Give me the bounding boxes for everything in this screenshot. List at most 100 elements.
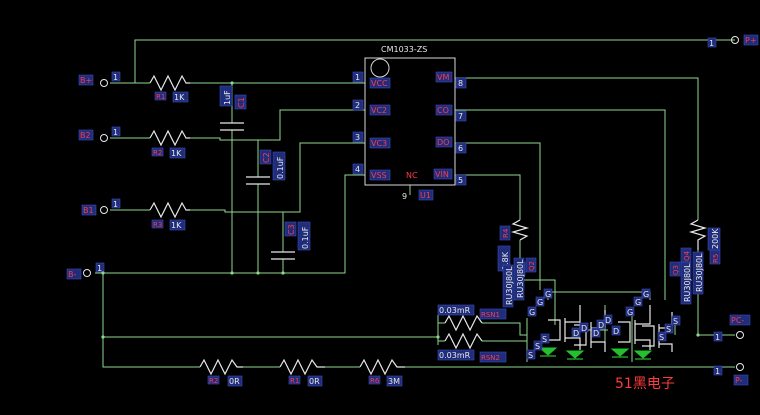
pin-number-nc: 9 <box>402 192 407 201</box>
capacitor-value: 1uF <box>223 90 232 105</box>
capacitor-value: 0.1uF <box>301 226 310 249</box>
capacitors: 1uF C1 C2 0.1uF C3 0.1uF <box>219 85 311 260</box>
resistor-ref: RSN1 <box>481 311 500 319</box>
chip-right-pins: VM 8 CO 7 DO 6 VIN 5 <box>433 71 467 186</box>
capacitor-c3: C3 0.1uF <box>271 221 311 260</box>
capacitor-value: 0.1uF <box>276 156 285 179</box>
pin-label-do: DO <box>437 138 449 147</box>
resistor-ref: R1 <box>156 93 165 101</box>
terminal-pad <box>736 363 744 371</box>
body-diode <box>565 350 585 359</box>
terminal-pad <box>736 331 744 339</box>
terminal-pcminus: 1 PC- <box>713 314 751 342</box>
terminal-pin: 1 <box>715 333 720 342</box>
body-diode <box>610 348 630 357</box>
resistor-symbol <box>149 201 190 219</box>
resistor-symbol <box>149 74 190 92</box>
drain-label: D <box>598 321 604 330</box>
resistor-value: 3M <box>388 377 400 386</box>
pin-label-co: CO <box>437 106 449 115</box>
chip-ref: U1 <box>420 191 431 200</box>
terminal-pad <box>83 269 91 277</box>
chip-body <box>364 57 456 186</box>
pin-label-vin: VIN <box>435 170 449 179</box>
source-label: S <box>542 335 547 344</box>
terminal-pplus: 1 P+ <box>707 34 759 48</box>
capacitor-ref: C2 <box>262 152 271 163</box>
pin-number: 2 <box>355 101 360 110</box>
resistor-value: 0R <box>309 377 320 386</box>
junctions <box>101 81 700 339</box>
mosfet-ref: Q4 <box>683 250 691 261</box>
pin-number: 6 <box>458 144 463 153</box>
pin-number: 4 <box>355 165 360 174</box>
gate-label: G <box>635 298 641 307</box>
resistor-r1: R1 1K <box>149 74 190 103</box>
resistor-ref: R3 <box>153 221 162 229</box>
terminal-pin: 1 <box>709 39 714 48</box>
resistor-symbol <box>199 358 243 376</box>
mosfets: RU30J80L Q1 RU30J80L Q2 RU30J80L <box>502 247 704 360</box>
resistor-value: 1K <box>171 221 182 230</box>
resistor-symbol <box>688 219 708 250</box>
pin-number: 3 <box>355 133 360 142</box>
resistor-ref: R2 <box>209 377 218 385</box>
terminal-bminus: B- 1 <box>66 262 105 280</box>
terminals: B+ 1 B2 1 B1 1 B- 1 1 <box>66 34 759 386</box>
terminal-pad <box>100 79 108 87</box>
resistor-symbol <box>510 219 530 241</box>
resistor-ref: RSN2 <box>481 354 500 362</box>
gate-label: G <box>643 290 649 299</box>
pin-label-vcc: VCC <box>371 79 388 88</box>
pin-label-nc: NC <box>406 171 418 180</box>
pin-number: 5 <box>458 176 463 185</box>
gate-label: G <box>537 298 543 307</box>
resistor-ref: R6 <box>370 377 380 385</box>
resistor-value: 0R <box>229 377 240 386</box>
terminal-b1: B1 1 <box>81 198 121 216</box>
pin-label-vc2: VC2 <box>371 106 387 115</box>
mosfet-q3: RU30J80L Q3 <box>610 261 692 358</box>
drain-label: D <box>605 316 611 325</box>
gate-label: G <box>627 308 633 317</box>
resistor-rsn2: 0.03mR RSN2 <box>437 332 507 363</box>
drain-label: D <box>581 324 587 333</box>
pin-label-vc3: VC3 <box>371 139 387 148</box>
resistor-ref: R1 <box>290 377 299 385</box>
terminal-bplus: B+ 1 <box>78 71 121 87</box>
resistor-r3: R3 1K <box>149 201 190 231</box>
resistor-value: 200K <box>711 228 720 249</box>
resistor-value: 0.03mR <box>439 306 471 315</box>
resistor-ref: R4 <box>502 228 510 238</box>
resistor-r5: R5 200K <box>688 219 721 265</box>
terminal-pin: 1 <box>97 264 102 273</box>
terminal-label: B1 <box>83 206 94 215</box>
body-diode <box>538 347 558 356</box>
gate-label: G <box>545 290 551 299</box>
mosfet-part: RU30J80L <box>516 259 525 298</box>
source-label: S <box>666 325 671 334</box>
resistor-value: 1K <box>174 93 185 102</box>
resistor-value: 1.8K <box>501 251 510 270</box>
body-diode <box>633 350 653 359</box>
capacitor-ref: C1 <box>237 97 246 108</box>
gate-label: G <box>529 308 535 317</box>
pin-label-vss: VSS <box>371 171 387 180</box>
capacitor-c1: 1uF C1 <box>219 85 247 131</box>
pin-label-vm: VM <box>437 73 449 82</box>
terminal-label: PC- <box>731 316 744 325</box>
chip-u1: CM1033-ZS 1 VCC 2 VC2 3 VC3 4 VSS VM 8 <box>352 45 467 201</box>
terminal-label: B- <box>68 270 76 279</box>
terminal-pin: 1 <box>715 367 720 376</box>
resistor-ref: R5 <box>712 254 720 263</box>
terminal-pminus: 1 P- <box>713 363 749 386</box>
capacitor-c2: C2 0.1uF <box>246 149 286 185</box>
capacitor-ref: C3 <box>287 224 296 235</box>
terminal-pad <box>100 134 108 142</box>
source-label: S <box>659 333 664 342</box>
drain-label: D <box>573 329 579 338</box>
terminal-label: P- <box>735 376 743 385</box>
resistor-symbol <box>359 358 405 376</box>
pin-number: 8 <box>458 79 463 88</box>
pin-number: 1 <box>355 73 360 82</box>
